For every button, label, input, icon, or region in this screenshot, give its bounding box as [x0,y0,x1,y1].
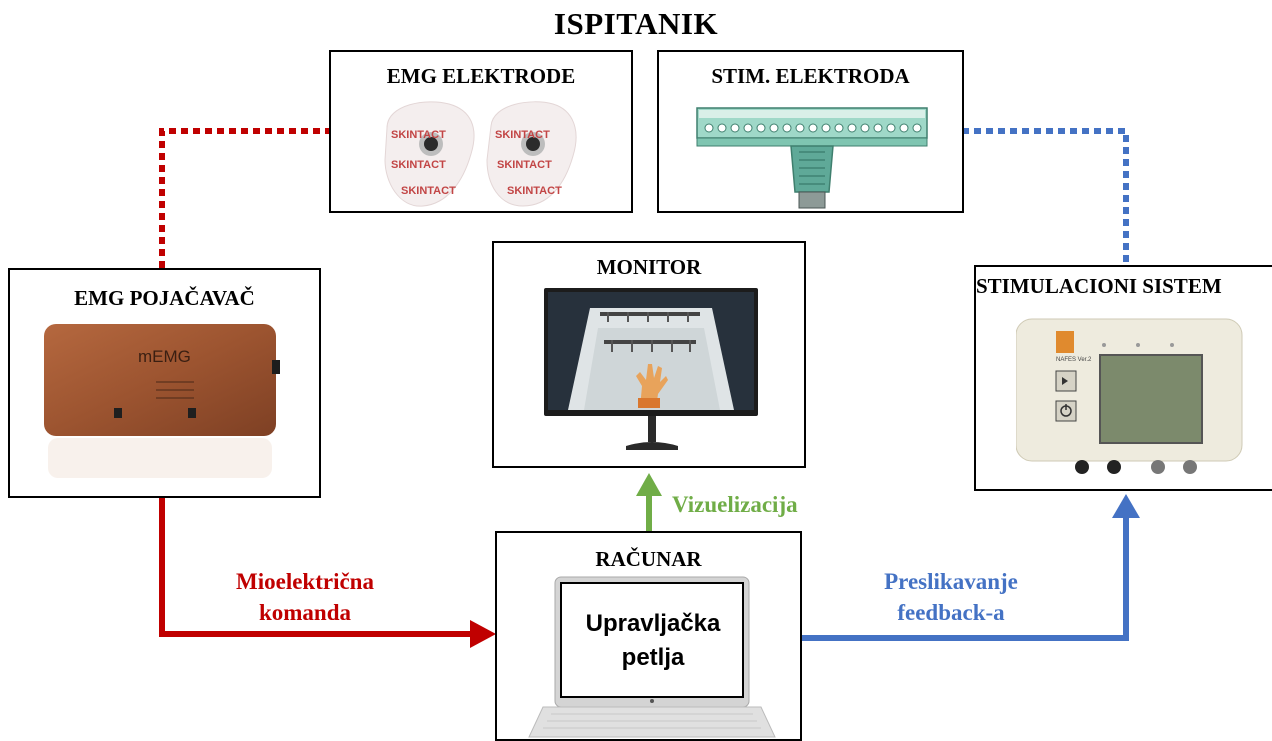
emg-amplifier-box: EMG POJAČAVAČ mEMG [8,268,321,498]
laptop-icon [528,576,776,738]
pad-brand-text: SKINTACT [495,129,550,141]
myoelectric-line1: Mioelektrična [236,569,374,594]
emg-electrodes-box: EMG ELEKTRODE SKINTACT SKINTACT SKINTACT… [329,50,633,213]
feedback-mapping-label: Preslikavanje feedback-a [856,566,1046,628]
computer-box: RAČUNAR Upravljačka petlja [495,531,802,741]
diagram-title: ISPITANIK [553,6,719,41]
stim-electrode-array-icon [696,107,928,209]
feedback-arrowhead [1112,494,1140,518]
feedback-mapping-arrow [802,516,1129,641]
emg-dotted-connector [159,128,332,268]
visualization-arrowhead [636,473,662,496]
stimulation-system-box: STIMULACIONI SISTEM NAFES Ver.2 [974,265,1272,491]
electrode-pad-right: SKINTACT SKINTACT SKINTACT [486,101,577,207]
monitor-title: MONITOR [596,255,702,279]
stimulator-device: NAFES Ver.2 [1016,318,1243,474]
svg-text:NAFES Ver.2: NAFES Ver.2 [1056,357,1092,363]
amplifier-brand-text: mEMG [138,347,191,366]
electrode-pad-left: SKINTACT SKINTACT SKINTACT [384,101,475,207]
pad-brand-text: SKINTACT [391,159,446,171]
myoelectric-command-arrow [159,498,472,637]
computer-title: RAČUNAR [595,547,702,571]
virtual-hand [636,364,668,408]
myoelectric-line2: komanda [258,600,352,625]
power-button [1055,400,1077,422]
monitor-icon [544,288,758,450]
control-loop-line1: Upravljačka [585,610,721,637]
stim-electrode-box: STIM. ELEKTRODA [657,50,964,213]
laptop-screen-text: Upravljačka petlja [563,585,743,697]
emg-electrodes-title: EMG ELEKTRODE [386,64,576,88]
monitor-box: MONITOR [492,241,806,468]
feedback-line2: feedback-a [897,600,1005,625]
stim-dotted-connector [962,128,1129,265]
pad-brand-text: SKINTACT [507,185,562,197]
pad-brand-text: SKINTACT [497,159,552,171]
control-loop-line2: petlja [621,644,685,671]
myoelectric-arrowhead [470,620,496,648]
emg-electrode-pads: SKINTACT SKINTACT SKINTACT SKINTACT SKIN… [384,101,577,207]
stimulation-system-title: STIMULACIONI SISTEM [976,274,1222,298]
emg-amplifier-title: EMG POJAČAVAČ [74,286,255,310]
pad-brand-text: SKINTACT [401,185,456,197]
stim-electrode-title: STIM. ELEKTRODA [711,64,910,88]
pad-brand-text: SKINTACT [391,129,446,141]
feedback-line1: Preslikavanje [884,569,1018,594]
emg-amplifier-device: mEMG [44,324,280,478]
visualization-label: Vizuelizacija [672,492,798,517]
myoelectric-command-label: Mioelektrična komanda [210,566,400,628]
